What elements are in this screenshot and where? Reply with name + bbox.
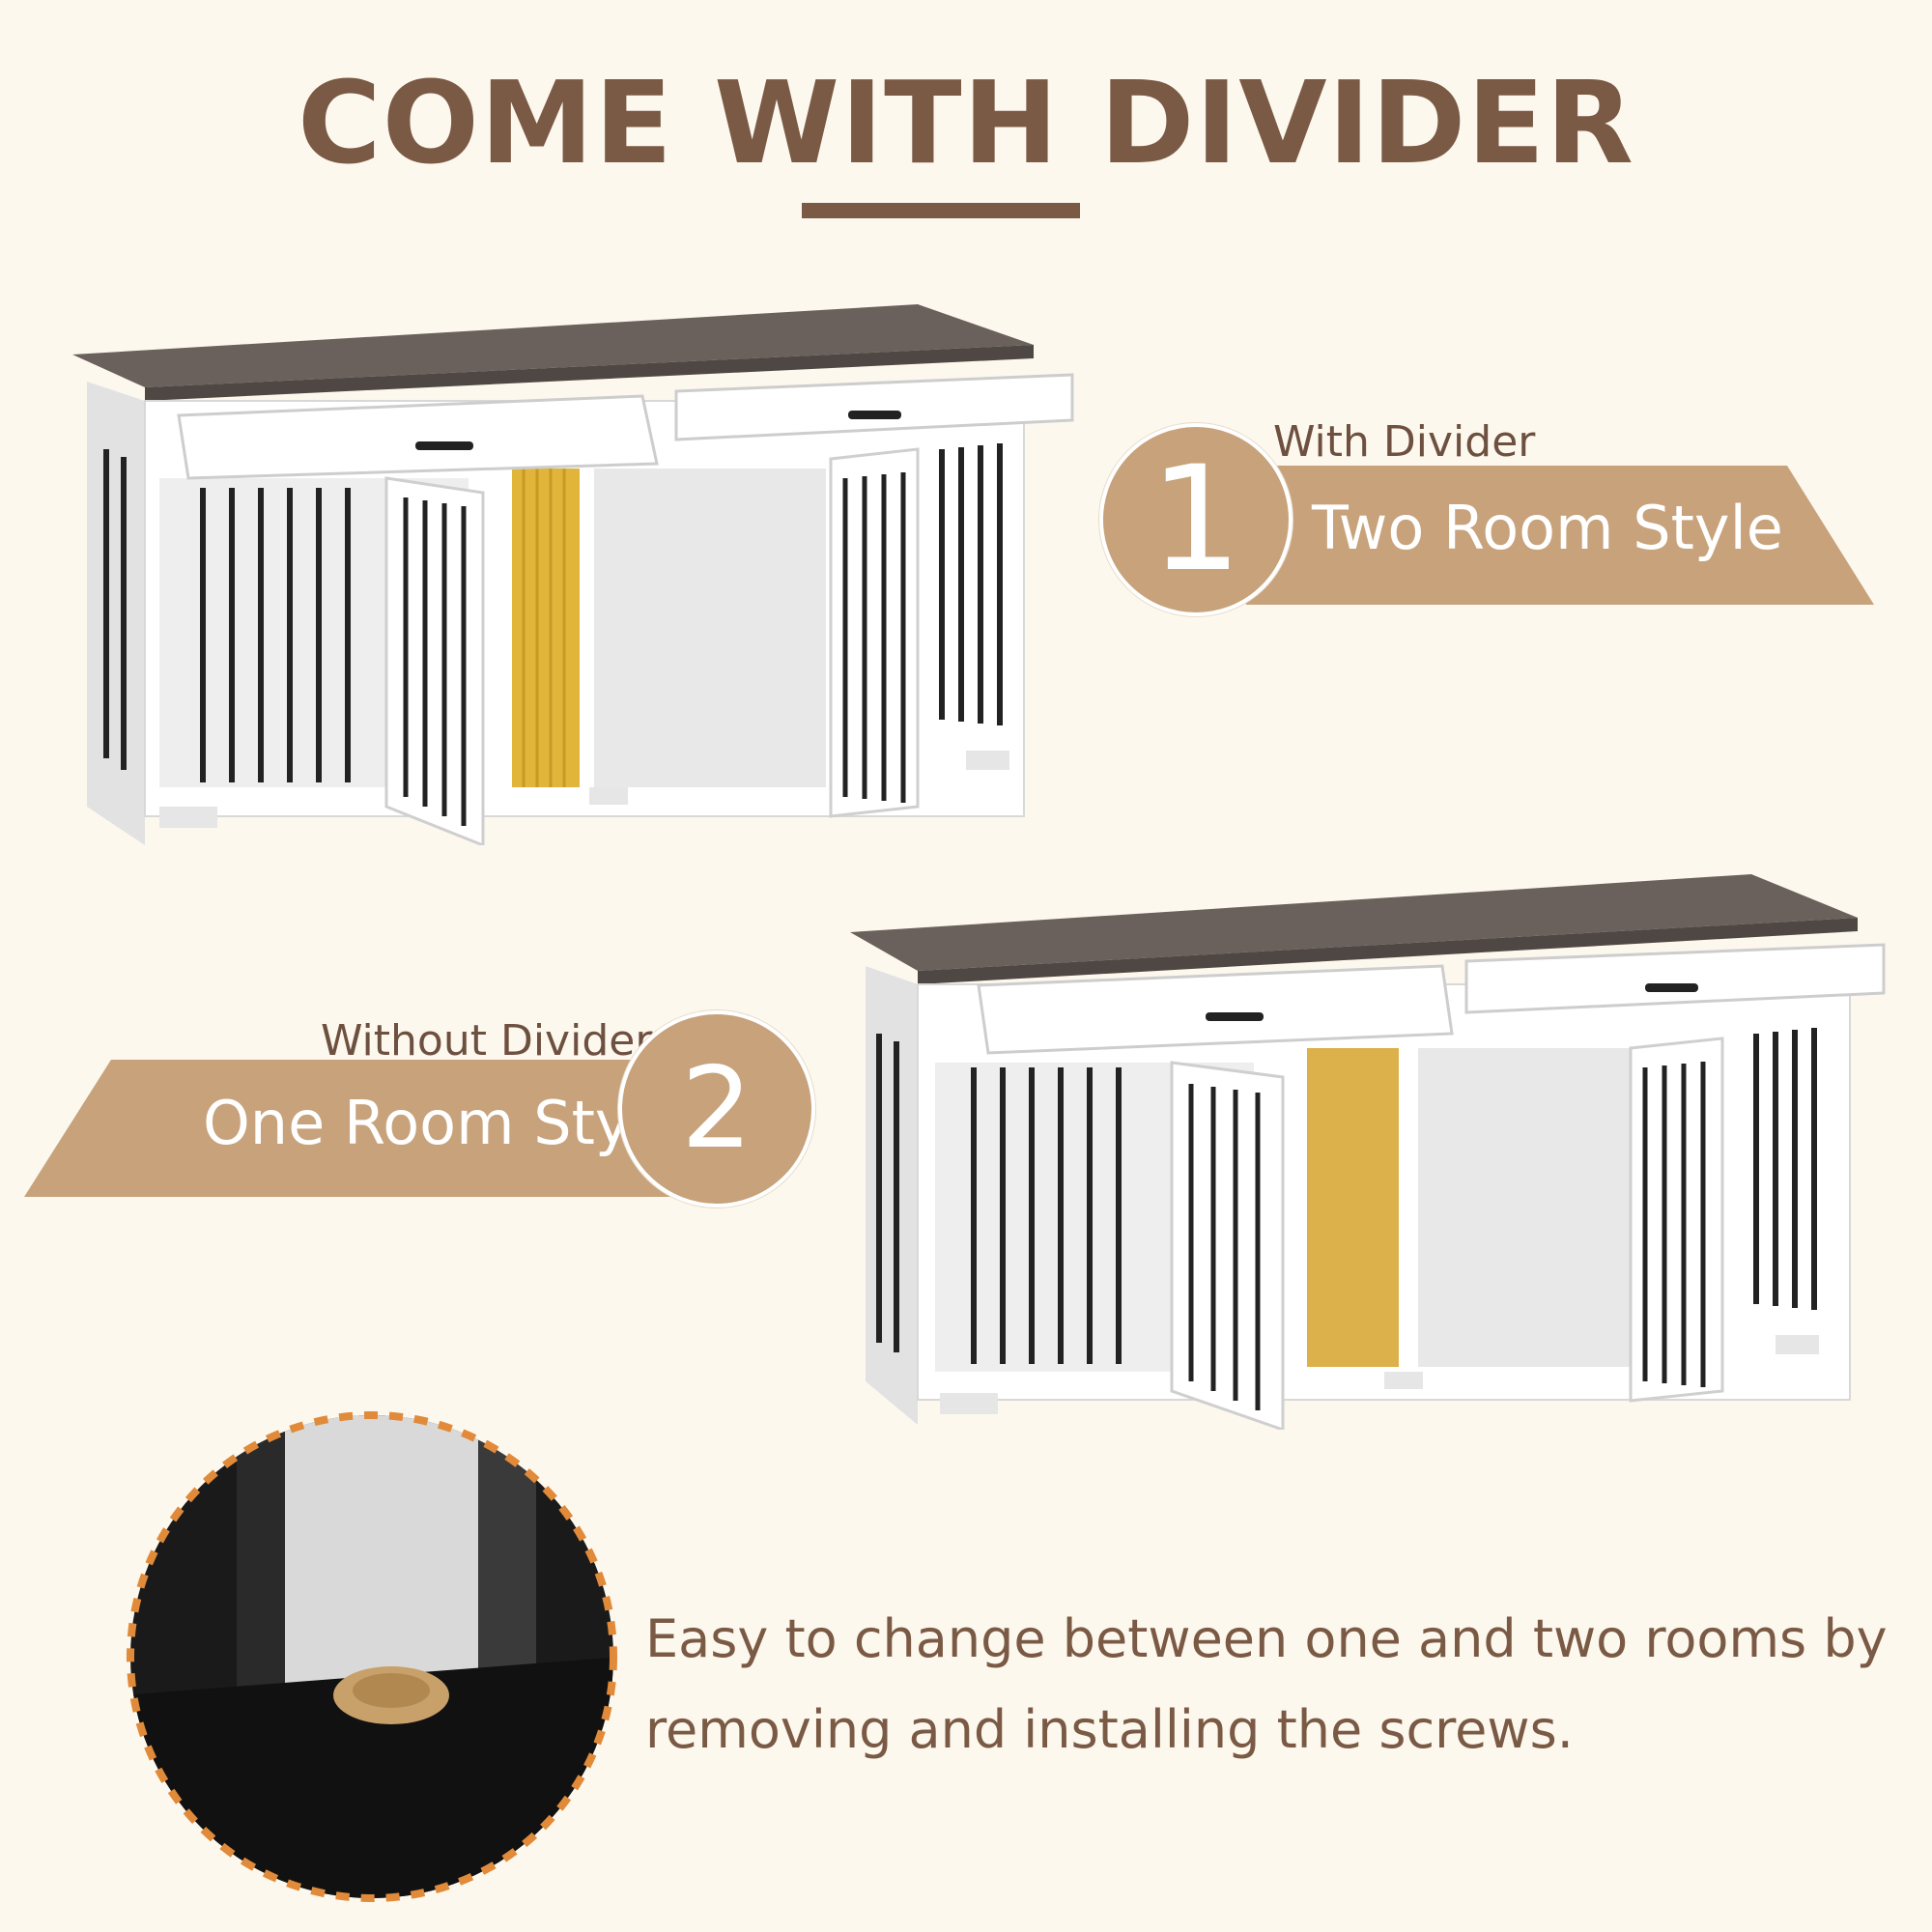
ribbon-two-room bbox=[1246, 466, 1874, 605]
number-two-badge: 2 bbox=[618, 1010, 815, 1208]
screw-detail-zoom bbox=[127, 1411, 617, 1902]
two-room-style-label: Two Room Style bbox=[1312, 493, 1783, 563]
with-divider-label: With Divider bbox=[1273, 417, 1536, 467]
without-divider-label: Without Divider bbox=[321, 1016, 653, 1065]
number-one-badge: 1 bbox=[1099, 423, 1293, 616]
one-room-style-label: One Room Style bbox=[203, 1088, 684, 1158]
ribbon-one-room bbox=[24, 1060, 681, 1197]
caption-text: Easy to change between one and two rooms… bbox=[645, 1608, 1888, 1760]
page-title: COME WITH DIVIDER bbox=[298, 56, 1634, 189]
crate-without-divider-image bbox=[850, 874, 1886, 1430]
crate-with-divider-image bbox=[72, 304, 1074, 845]
title-underline bbox=[802, 203, 1080, 218]
